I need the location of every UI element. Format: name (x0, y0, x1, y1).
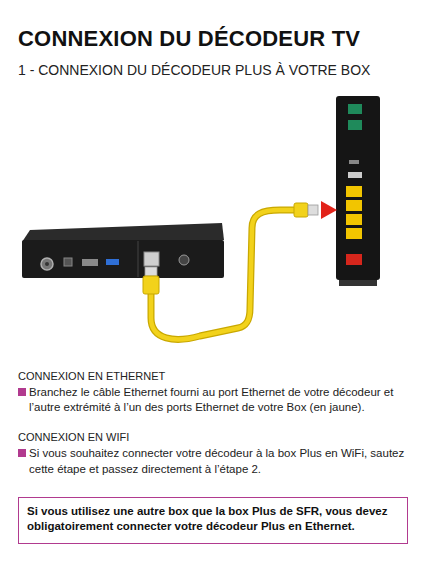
rj45-plug (145, 267, 157, 276)
phone-port (348, 104, 362, 114)
plug-boot (143, 276, 159, 294)
lan-port (346, 200, 362, 211)
ethernet-port (144, 252, 159, 266)
instruction-text: Si vous souhaitez connecter votre décode… (29, 446, 413, 476)
section-heading: CONNEXION EN WIFI (18, 431, 408, 443)
usb-port (106, 259, 119, 265)
bullet-square (18, 449, 26, 457)
plug-boot (294, 203, 308, 217)
notice-box: Si vous utilisez une autre box que la bo… (18, 497, 408, 544)
coax-port (41, 258, 53, 270)
lan-port (346, 214, 362, 225)
pointer-arrow (321, 201, 337, 219)
rj45-plug (308, 205, 318, 215)
wan-port (346, 254, 362, 265)
router-body (336, 96, 380, 280)
hdmi-port (82, 259, 98, 266)
lan-port (346, 228, 362, 239)
cable-outline (151, 210, 298, 339)
power-port (179, 255, 189, 265)
page-title: CONNEXION DU DÉCODEUR TV (18, 26, 360, 52)
phone-port (348, 120, 362, 130)
usb-port (348, 172, 362, 178)
ethernet-cable (151, 210, 298, 339)
bullet-square (18, 388, 26, 396)
lan-port (346, 186, 362, 197)
section-heading: CONNEXION EN ETHERNET (18, 370, 408, 382)
reset-button (349, 160, 359, 164)
instruction-text: Branchez le câble Ethernet fourni au por… (29, 385, 413, 415)
decoder-top (22, 223, 224, 242)
decoder-front (22, 240, 224, 278)
coax-pin (45, 262, 49, 266)
subtitle: 1 - CONNEXION DU DÉCODEUR PLUS À VOTRE B… (18, 62, 370, 78)
notice-text: Si vous utilisez une autre box que la bo… (27, 504, 399, 535)
optical-port (64, 258, 72, 266)
decoder-divider (138, 241, 139, 277)
router-base (339, 280, 377, 286)
